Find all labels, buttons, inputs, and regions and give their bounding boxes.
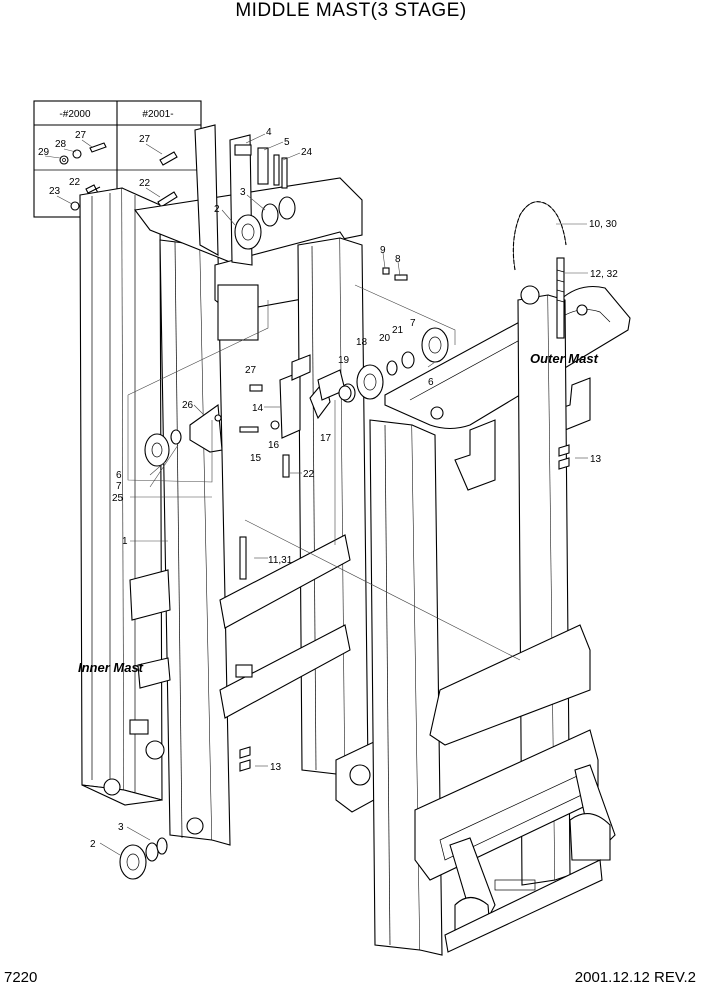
callout-2-bottom: 2 — [90, 839, 96, 850]
callout-22-mid: 22 — [303, 469, 315, 480]
top-roller-assembly — [234, 144, 296, 250]
callout-7-left: 7 — [116, 481, 122, 492]
callout-6-right: 6 — [428, 377, 434, 388]
callout-12-32: 12, 32 — [590, 269, 618, 280]
callout-leaders — [99, 133, 588, 856]
callout-6-left: 6 — [116, 470, 122, 481]
callout-23: 23 — [49, 186, 61, 197]
callout-2-top: 2 — [214, 204, 220, 215]
callout-21: 21 — [392, 325, 404, 336]
inner-mast — [79, 187, 165, 806]
callout-20: 20 — [379, 333, 391, 344]
callout-13-bottom: 13 — [270, 762, 282, 773]
callout-28: 28 — [55, 139, 67, 150]
mid-bracket-parts — [239, 267, 570, 772]
callout-10-30: 10, 30 — [589, 219, 617, 230]
callout-19: 19 — [338, 355, 350, 366]
callout-8: 8 — [395, 254, 401, 265]
assembly-guide-lines — [127, 284, 521, 661]
callout-25: 25 — [112, 493, 124, 504]
caption-inner-mast: Inner Mast — [78, 660, 144, 675]
callout-24: 24 — [301, 147, 313, 158]
revision-date: 2001.12.12 REV.2 — [574, 969, 696, 986]
callout-3-top: 3 — [240, 187, 246, 198]
callout-18: 18 — [356, 337, 368, 348]
page-title: MIDDLE MAST(3 STAGE) — [235, 0, 467, 21]
chain-anchor-bolt — [556, 257, 565, 339]
serial-variant-table: -#2000 #2001- 29 28 27 27 22 23 22 — [33, 100, 202, 218]
callout-11-31: 11,31 — [268, 555, 293, 566]
bottom-roller-assembly — [119, 837, 168, 880]
lift-chain — [512, 201, 567, 271]
outer-mast — [369, 285, 631, 956]
callout-26: 26 — [182, 400, 194, 411]
callout-27-new: 27 — [139, 134, 151, 145]
callout-4: 4 — [266, 127, 272, 138]
left-roller-assembly — [144, 403, 223, 467]
callout-7-right: 7 — [410, 318, 416, 329]
callout-16: 16 — [268, 440, 280, 451]
callout-3-bottom: 3 — [118, 822, 124, 833]
callout-29: 29 — [38, 147, 50, 158]
side-roller-assembly — [340, 327, 449, 403]
callout-22-old: 22 — [69, 177, 81, 188]
callout-27-mid: 27 — [245, 365, 257, 376]
table-header-old: -#2000 — [59, 109, 91, 120]
callout-5: 5 — [284, 137, 290, 148]
callout-27-old: 27 — [75, 130, 87, 141]
callout-13-right: 13 — [590, 454, 602, 465]
callouts: 4 5 24 3 2 9 8 10, 30 12, 32 7 21 20 18 … — [90, 127, 618, 850]
page-number: 7220 — [4, 969, 38, 986]
callout-17: 17 — [320, 433, 332, 444]
callout-9: 9 — [380, 245, 386, 256]
table-header-new: #2001- — [142, 109, 173, 120]
callout-15: 15 — [250, 453, 262, 464]
callout-22-new: 22 — [139, 178, 151, 189]
callout-1: 1 — [122, 536, 128, 547]
callout-14: 14 — [252, 403, 264, 414]
caption-outer-mast: Outer Mast — [530, 351, 599, 366]
